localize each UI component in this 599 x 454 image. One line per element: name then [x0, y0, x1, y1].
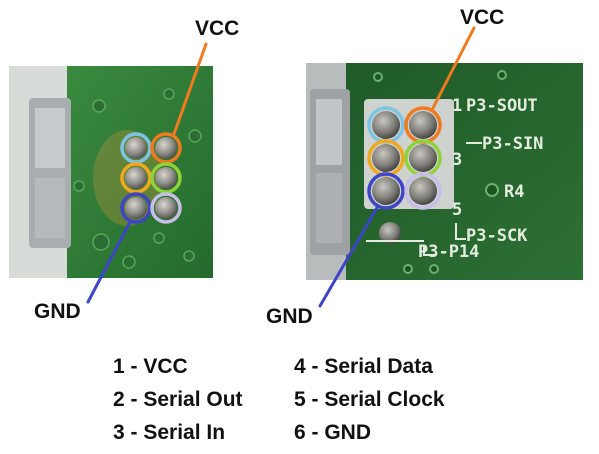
legend-item-gnd: 6 - GND [294, 421, 372, 444]
left-ring-serial-in [120, 162, 152, 194]
silkscreen-pin1: 1 [452, 96, 462, 116]
left-ring-vcc [150, 132, 182, 164]
right-ring-serial-in [367, 139, 405, 177]
right-gnd-label: GND [266, 305, 313, 328]
silkscreen-p14: P3-P14 [418, 242, 479, 262]
legend-item-serial-data: 4 - Serial Data [294, 355, 433, 378]
right-vcc-label: VCC [460, 6, 505, 29]
right-pcb-photo: 1 P3-SOUT P3-SIN 3 R4 5 P3-SCK P3-P14 [306, 63, 583, 280]
right-vcc-pointer [430, 26, 476, 112]
pin-legend-right: 4 - Serial Data 5 - Serial Clock 6 - GND [294, 350, 445, 449]
pin-legend-left: 1 - VCC 2 - Serial Out 3 - Serial In [113, 350, 243, 449]
right-ring-serial-out [367, 106, 405, 144]
silkscreen-pin5: 5 [452, 200, 462, 220]
left-ring-serial-out [120, 132, 152, 164]
right-ring-serial-clock [404, 172, 442, 210]
silkscreen-r4: R4 [504, 182, 524, 202]
right-gnd-pointer [318, 204, 380, 308]
silkscreen-pin3: 3 [452, 150, 462, 170]
silkscreen-sck: P3-SCK [466, 226, 528, 246]
silkscreen-sout: P3-SOUT [466, 96, 538, 116]
left-ring-serial-clock [150, 192, 182, 224]
left-gnd-pointer [86, 220, 132, 304]
left-ring-serial-data [150, 162, 182, 194]
silkscreen-sin: P3-SIN [482, 134, 543, 154]
legend-item-serial-out: 2 - Serial Out [113, 388, 243, 411]
right-ring-vcc [404, 106, 442, 144]
left-ring-gnd [120, 192, 152, 224]
legend-item-serial-in: 3 - Serial In [113, 421, 226, 444]
left-vcc-label: VCC [195, 17, 240, 40]
right-ring-gnd [367, 172, 405, 210]
right-ring-serial-data [404, 139, 442, 177]
legend-item-serial-clock: 5 - Serial Clock [294, 388, 445, 411]
left-pcb-photo [9, 66, 213, 278]
left-gnd-label: GND [34, 300, 81, 323]
left-vcc-pointer [172, 42, 208, 136]
legend-item-vcc: 1 - VCC [113, 355, 188, 378]
